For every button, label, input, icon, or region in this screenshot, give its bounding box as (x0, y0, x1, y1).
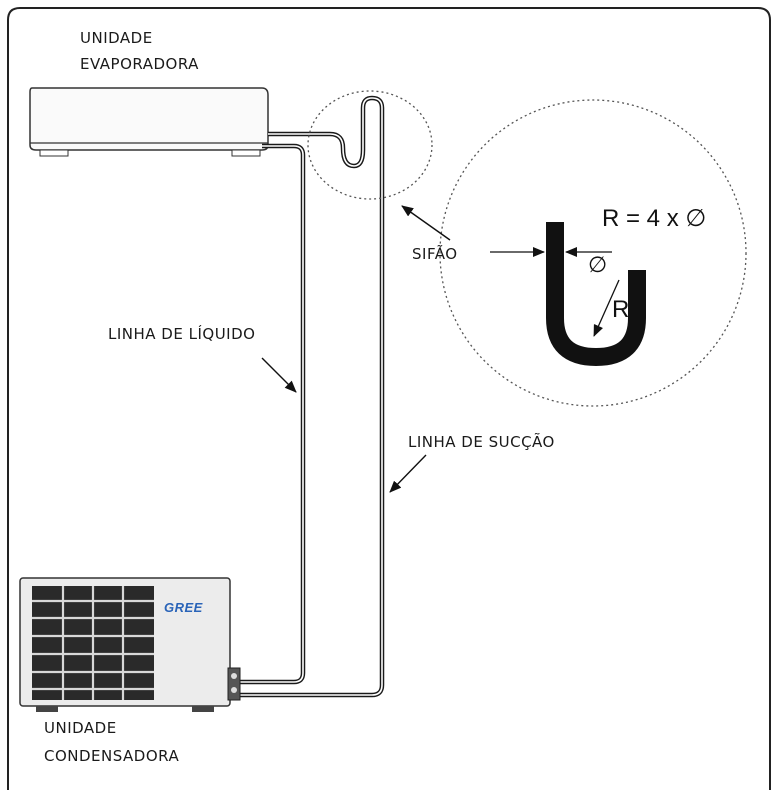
evaporator-unit (29, 87, 269, 157)
condenser-label-line1: UNIDADE (44, 719, 117, 737)
radius-symbol: R (612, 296, 630, 323)
evaporator-label-line1: UNIDADE (80, 29, 153, 47)
gree-logo: GREE (164, 600, 203, 615)
u-tube-detail (546, 222, 646, 367)
siphon-detail-circle (439, 99, 747, 407)
condenser-label-line2: CONDENSADORA (44, 747, 180, 765)
liquid-line-pipe (240, 143, 306, 685)
outer-frame (7, 7, 771, 790)
suction-line-label: LINHA DE SUCÇÃO (408, 433, 555, 451)
liquid-line-label: LINHA DE LÍQUIDO (108, 325, 256, 343)
radius-formula: R = 4 x ∅ (602, 205, 707, 232)
siphon-highlight-circle (307, 90, 433, 200)
gree-logo-text: GREE (164, 600, 203, 615)
condenser-unit (19, 577, 241, 712)
evaporator-label-line2: EVAPORADORA (80, 55, 199, 73)
diameter-symbol: ∅ (588, 252, 608, 277)
siphon-label: SIFÃO (412, 245, 458, 263)
suction-line-pipe (240, 95, 385, 698)
